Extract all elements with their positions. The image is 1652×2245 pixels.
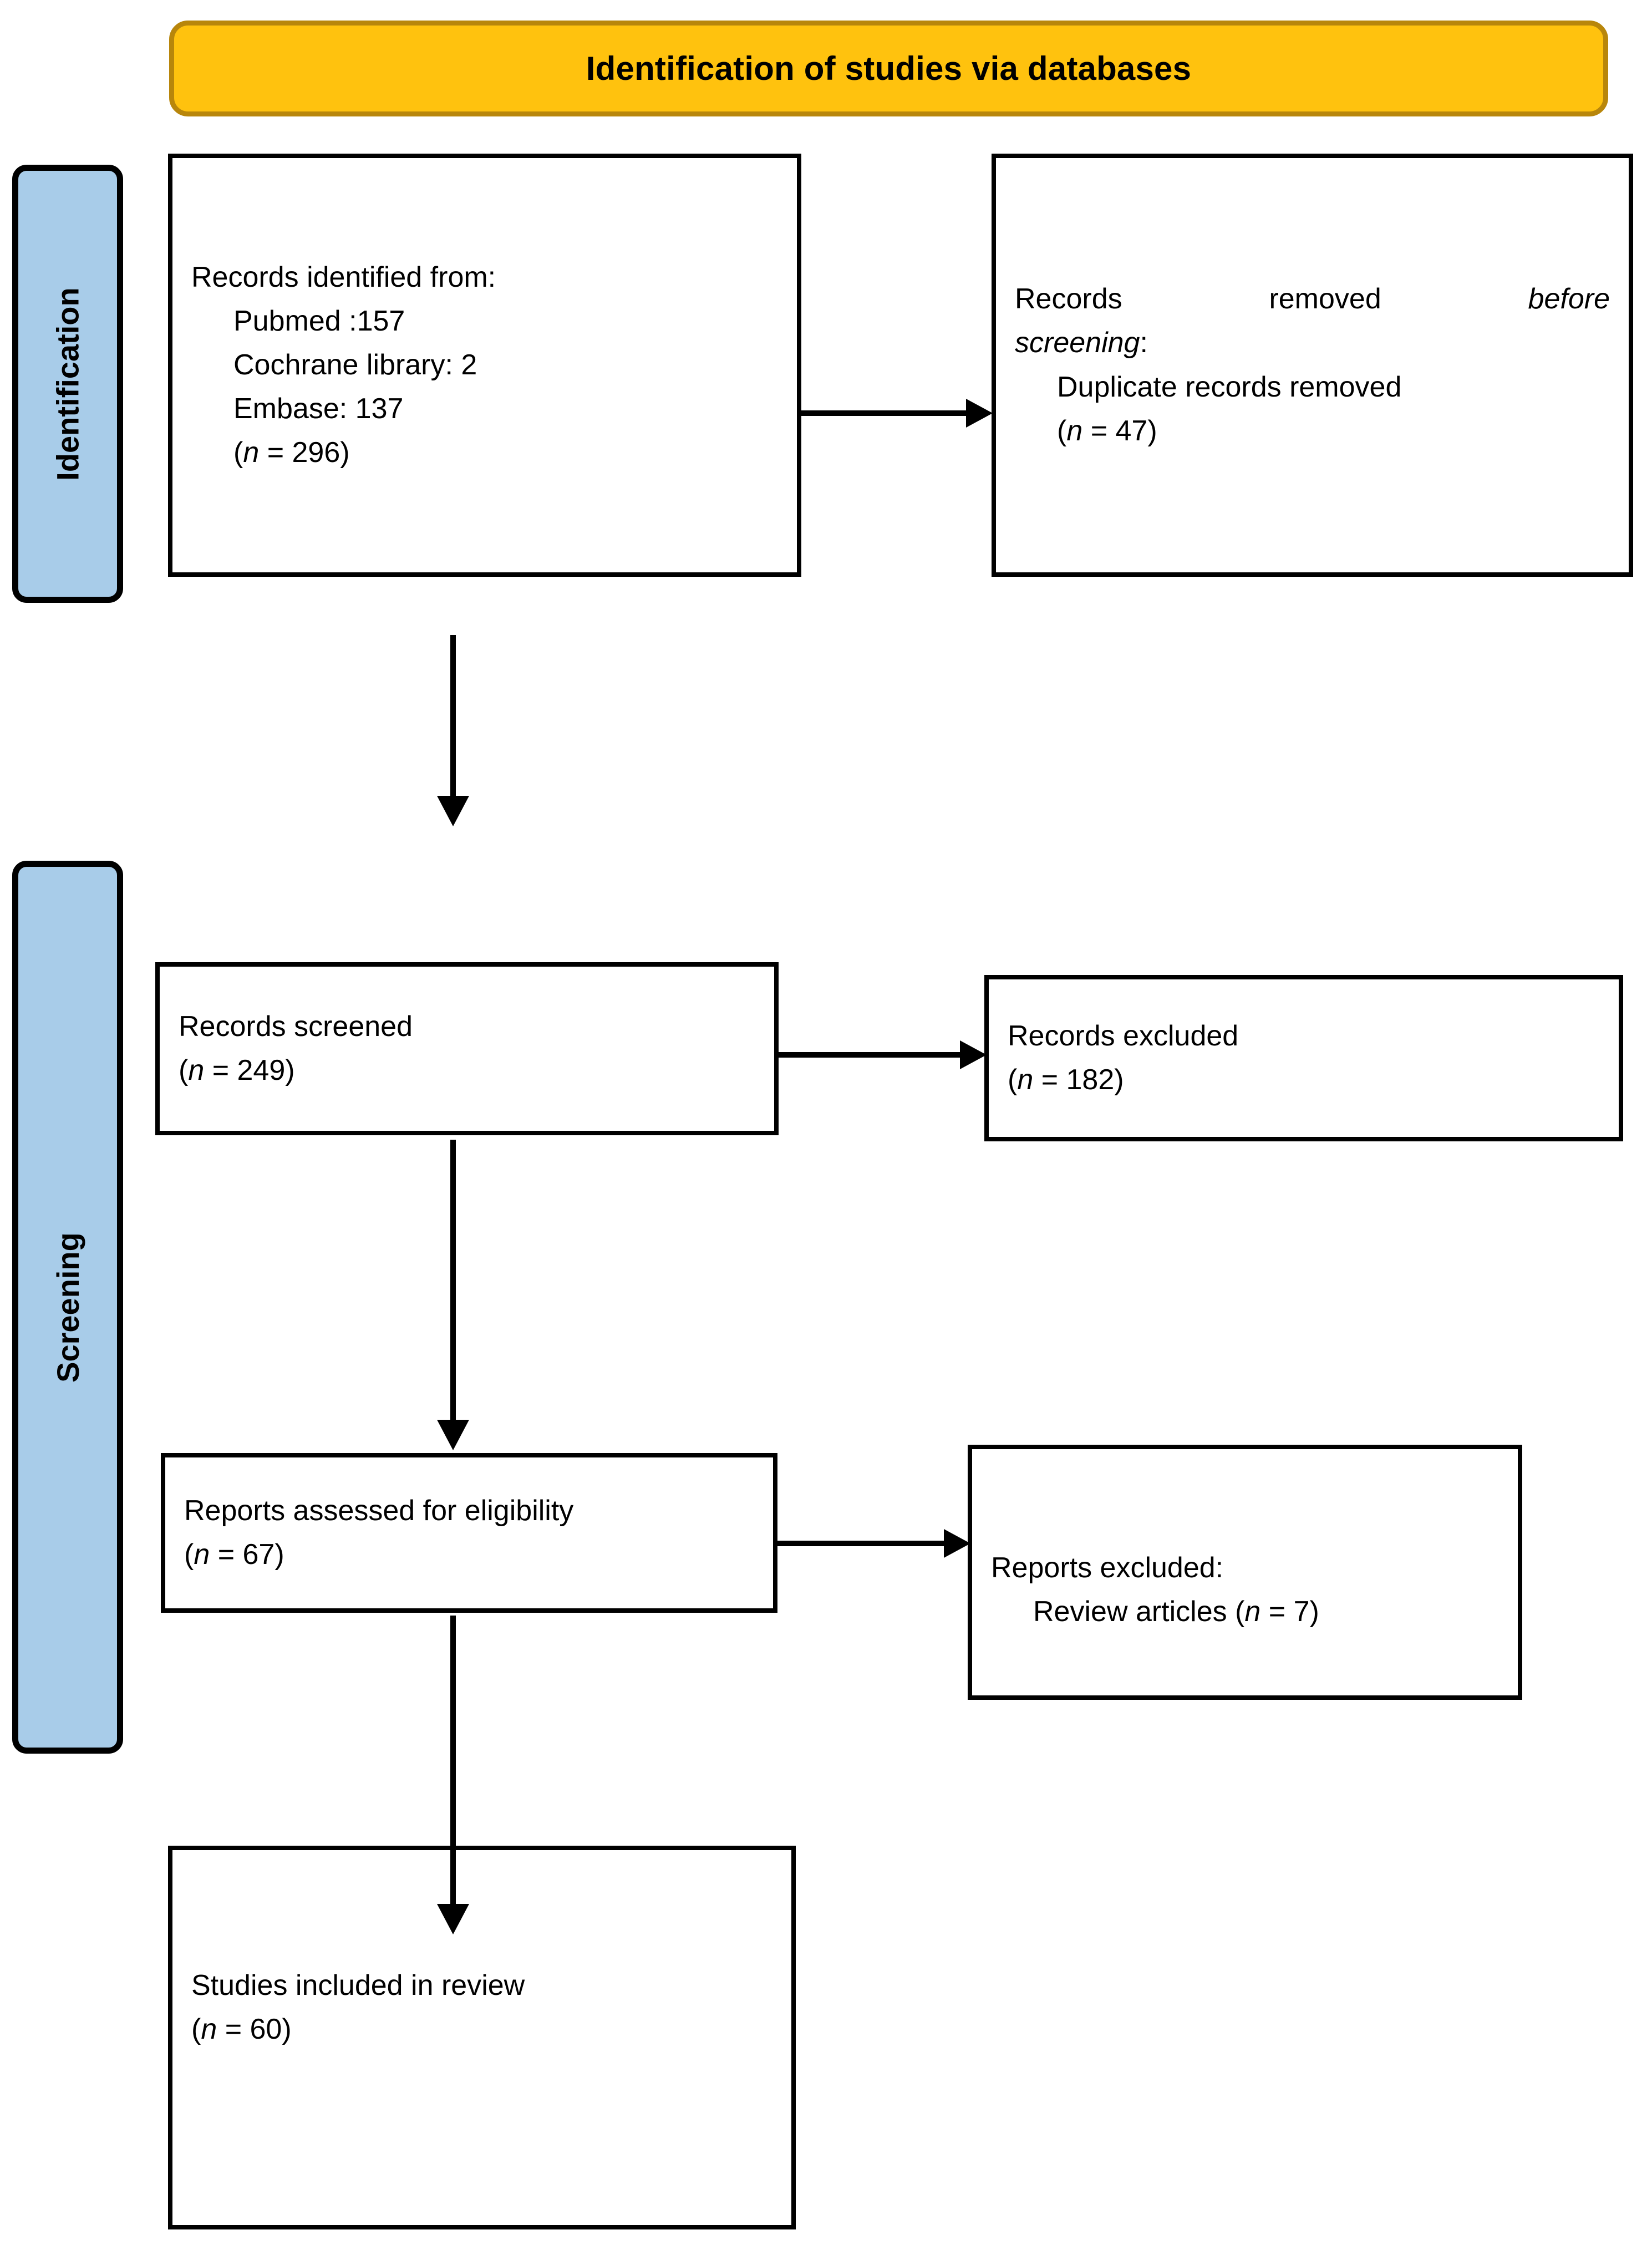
arrow-shaft	[779, 1052, 960, 1058]
arrow-shaft	[777, 1541, 944, 1546]
records-removed-count: (n = 47)	[996, 409, 1629, 453]
count-n-symbol: n	[1017, 1064, 1034, 1096]
records-screened-count: (n = 249)	[160, 1049, 774, 1093]
box-records-excluded: Records excluded (n = 182)	[984, 975, 1623, 1141]
count-paren-open: (	[184, 1538, 194, 1571]
box-records-removed: Records removed before screening: Duplic…	[992, 154, 1633, 577]
arrow-shaft	[450, 635, 456, 796]
stage-label-screening: Screening	[50, 1232, 85, 1383]
records-removed-word-records: Records	[1015, 283, 1122, 316]
spacer	[972, 1449, 1518, 1546]
arrow-head-right-icon	[944, 1529, 970, 1558]
records-identified-count: (n = 296)	[172, 431, 797, 475]
count-paren-open: (	[1057, 414, 1067, 447]
records-excluded-heading: Records excluded	[1008, 1019, 1239, 1052]
box-records-identified: Records identified from: Pubmed :157 Coc…	[168, 154, 801, 577]
records-excluded-count: (n = 182)	[989, 1058, 1619, 1102]
count-n-symbol: n	[201, 2013, 217, 2046]
banner-title: Identification of studies via databases	[586, 50, 1192, 87]
box-reports-assessed-eligibility: Reports assessed for eligibility (n = 67…	[161, 1453, 777, 1613]
arrow-head-down-icon	[437, 796, 469, 826]
count-value: = 296)	[259, 436, 350, 469]
count-paren-open: (	[191, 2013, 201, 2046]
count-value: = 67)	[210, 1538, 284, 1571]
arrow-shaft	[450, 1140, 456, 1420]
count-n-symbol: n	[188, 1054, 205, 1086]
records-removed-heading-line1: Records removed before	[996, 277, 1629, 321]
arrow-head-right-icon	[960, 1040, 987, 1069]
records-removed-heading-line2: screening:	[996, 321, 1629, 365]
count-paren-open: (	[233, 436, 243, 469]
records-screened-heading: Records screened	[179, 1010, 413, 1043]
studies-included-count: (n = 60)	[172, 2008, 791, 2051]
reports-excluded-reason-label: Review articles (	[1033, 1596, 1245, 1628]
box-reports-excluded: Reports excluded: Review articles (n = 7…	[968, 1445, 1522, 1700]
records-removed-word-screening: screening	[1015, 327, 1140, 359]
reports-excluded-reason: Review articles (n = 7)	[972, 1590, 1518, 1634]
records-identified-source-pubmed: Pubmed :157	[233, 304, 405, 337]
box-studies-included: Studies included in review (n = 60)	[168, 1846, 796, 2229]
stage-bar-identification: Identification	[12, 165, 123, 603]
count-value: = 249)	[204, 1054, 295, 1086]
arrow-head-down-icon	[437, 1420, 469, 1450]
records-removed-word-before: before	[1528, 283, 1610, 316]
eligibility-count: (n = 67)	[165, 1533, 773, 1577]
count-value: = 60)	[217, 2013, 292, 2046]
arrow-head-right-icon	[966, 399, 993, 428]
count-n-symbol: n	[243, 436, 260, 469]
records-removed-word-removed: removed	[1269, 283, 1381, 316]
count-value: = 47)	[1082, 414, 1157, 447]
count-value: = 7)	[1260, 1596, 1319, 1628]
stage-bar-screening: Screening	[12, 861, 123, 1754]
arrow-shaft	[450, 1616, 456, 1904]
eligibility-heading: Reports assessed for eligibility	[184, 1494, 574, 1527]
box-records-screened: Records screened (n = 249)	[155, 962, 779, 1135]
count-value: = 182)	[1033, 1064, 1124, 1096]
banner-identification-via-databases: Identification of studies via databases	[169, 21, 1608, 116]
records-identified-source-embase: Embase: 137	[233, 393, 404, 425]
count-n-symbol: n	[1244, 1596, 1261, 1628]
records-removed-detail: Duplicate records removed	[1057, 370, 1402, 403]
studies-included-heading: Studies included in review	[191, 1969, 525, 2002]
records-identified-source-cochrane: Cochrane library: 2	[233, 348, 477, 381]
stage-label-identification: Identification	[50, 287, 85, 481]
arrow-head-down-icon	[437, 1904, 469, 1934]
reports-excluded-heading: Reports excluded:	[991, 1552, 1224, 1584]
count-paren-open: (	[179, 1054, 189, 1086]
count-n-symbol: n	[194, 1538, 210, 1571]
count-paren-open: (	[1008, 1064, 1018, 1096]
records-identified-heading: Records identified from:	[191, 261, 496, 293]
records-removed-colon: :	[1140, 327, 1148, 359]
spacer	[172, 1850, 791, 1964]
count-n-symbol: n	[1066, 414, 1083, 447]
arrow-shaft	[801, 410, 966, 416]
